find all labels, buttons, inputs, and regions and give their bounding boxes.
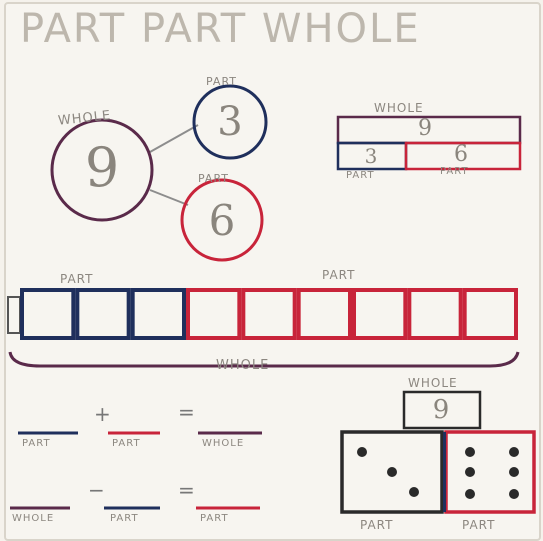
cube-train xyxy=(20,288,518,340)
dice-whole-label: WHOLE xyxy=(408,376,458,390)
bar-part-right-value: 6 xyxy=(454,142,468,167)
cube-part-right-label: PART xyxy=(322,268,356,282)
dice-divider xyxy=(443,432,446,512)
red-cube xyxy=(296,288,352,340)
dice-whole-value: 9 xyxy=(432,395,450,425)
eq1-label-whole: WHOLE xyxy=(202,438,245,449)
minus-sign: − xyxy=(88,478,106,502)
bar-whole-label: WHOLE xyxy=(374,101,424,115)
right-die-dot xyxy=(465,467,475,477)
bar-part-left-label: PART xyxy=(346,170,375,181)
dice-part-left-label: PART xyxy=(360,518,394,532)
eq2-label-part-1: PART xyxy=(110,513,139,524)
bar-part-right-label: PART xyxy=(440,166,469,177)
whole-to-bottom-part-connector xyxy=(149,189,189,206)
left-die-dot xyxy=(409,487,419,497)
dice-left-die xyxy=(340,430,444,514)
red-cube xyxy=(241,288,297,340)
cube-part-left-label: PART xyxy=(60,272,94,286)
left-die-dot xyxy=(387,467,397,477)
blue-cube xyxy=(75,288,131,340)
poster-title: PART PART WHOLE xyxy=(20,6,421,52)
red-cube xyxy=(407,288,463,340)
equals-sign-2: = xyxy=(178,478,196,502)
red-cube xyxy=(186,288,242,340)
circle-whole-value: 9 xyxy=(84,136,120,199)
dice-dots xyxy=(357,447,519,499)
cube-train-end-cap xyxy=(7,296,21,334)
right-die-dot xyxy=(509,447,519,457)
bar-part-right xyxy=(404,141,522,171)
blue-cube xyxy=(20,288,76,340)
eq1-label-part-1: PART xyxy=(22,438,51,449)
right-die-dot xyxy=(465,447,475,457)
dice-part-right-label: PART xyxy=(462,518,496,532)
eq2-label-part-2: PART xyxy=(200,513,229,524)
red-cube xyxy=(352,288,408,340)
bottom-part-circle xyxy=(180,178,264,262)
dice-right-die xyxy=(444,430,536,514)
right-die-dot xyxy=(465,489,475,499)
bar-whole-value: 9 xyxy=(418,116,432,141)
circle-top-part-value: 3 xyxy=(217,99,243,145)
circle-bottom-part-value: 6 xyxy=(208,196,236,245)
circle-top-part-label: PART xyxy=(206,75,238,88)
equals-sign-1: = xyxy=(178,400,196,424)
dice-whole-box xyxy=(402,390,482,430)
poster-frame xyxy=(4,2,541,541)
red-cube xyxy=(462,288,518,340)
whole-brace xyxy=(8,351,520,368)
cube-whole-label: WHOLE xyxy=(216,358,270,373)
right-die-dot xyxy=(509,489,519,499)
left-die-dot xyxy=(357,447,367,457)
whole-to-top-part-connector xyxy=(149,124,199,153)
right-die-dot xyxy=(509,467,519,477)
eq2-label-whole: WHOLE xyxy=(12,513,55,524)
eq1-label-part-2: PART xyxy=(112,438,141,449)
plus-sign: + xyxy=(94,402,112,426)
top-part-circle xyxy=(192,84,268,160)
bar-part-left-value: 3 xyxy=(364,144,378,168)
circle-bottom-part-label: PART xyxy=(198,172,230,185)
blue-cube xyxy=(130,288,187,340)
whole-circle xyxy=(50,118,154,222)
